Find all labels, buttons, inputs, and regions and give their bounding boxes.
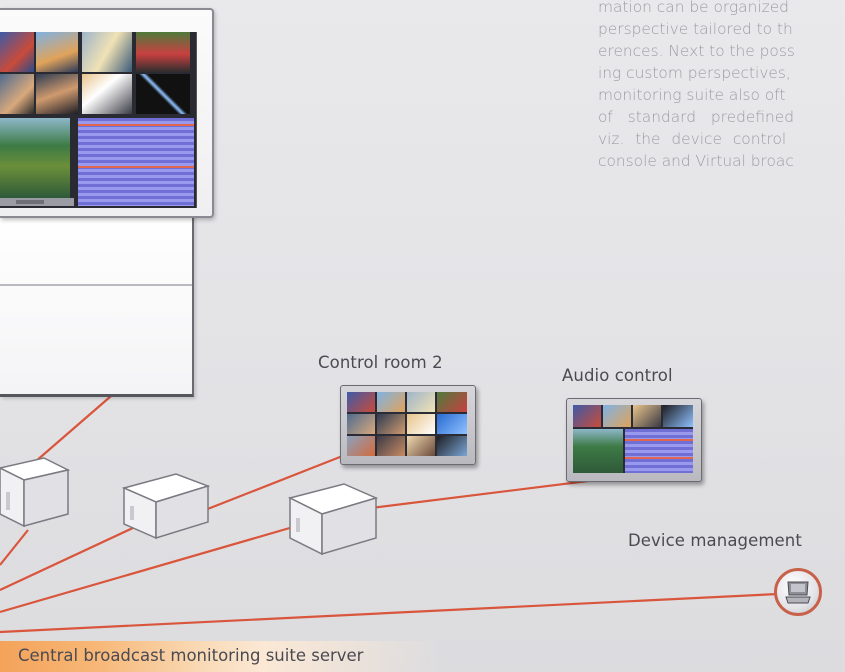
line-bar-to-server3: [0, 523, 301, 614]
thumbnail: [0, 74, 34, 114]
thumbnail: [407, 414, 435, 434]
thumbnail: [36, 74, 78, 114]
server-box: [0, 457, 71, 528]
thumbnail: [36, 32, 78, 72]
central-server-label: Central broadcast monitoring suite serve…: [18, 646, 363, 665]
list-highlight: [625, 439, 693, 441]
thumbnail: [407, 392, 435, 412]
central-server-label-prefix: Central broadcast monitoring: [18, 646, 261, 665]
central-server-label-suffix: suite server: [260, 646, 364, 665]
control-room-2-label: Control room 2: [318, 353, 443, 372]
video-wall-screen: [0, 32, 197, 208]
laptop-badge-icon[interactable]: [774, 568, 822, 616]
line-wall-to-server1: [27, 389, 119, 469]
list-highlight: [625, 457, 693, 459]
preview-scroll-thumb: [16, 200, 44, 204]
video-wall-stand: [0, 212, 194, 397]
list-panel: [625, 429, 693, 473]
line-server2-to-control-room: [199, 453, 346, 514]
thumbnail: [82, 74, 132, 114]
laptop-glyph: [785, 581, 811, 604]
video-wall-divider: [0, 284, 192, 286]
landscape-preview: [573, 429, 623, 473]
server-box: [287, 483, 379, 556]
thumbnail: [633, 405, 661, 427]
thumbnail: [603, 405, 631, 427]
line-bar-to-device: [0, 592, 779, 634]
landscape-preview: [0, 118, 70, 198]
thumbnail: [347, 436, 375, 456]
description-line: monitoring suite also oft: [598, 86, 786, 104]
thumbnail: [377, 436, 405, 456]
line-bar-to-server1: [0, 529, 29, 566]
monitor-screen: [573, 405, 693, 473]
thumbnail: [663, 405, 693, 427]
device-management-label: Device management: [628, 531, 802, 550]
thumbnail: [0, 32, 34, 72]
thumbnail: [377, 392, 405, 412]
thumbnail: [407, 436, 435, 456]
thumbnail: [136, 32, 190, 72]
description-line: mation can be organized: [598, 0, 789, 16]
thumbnail: [437, 392, 467, 412]
description-paragraph: mation can be organized perspective tail…: [598, 0, 845, 172]
description-line: of standard predefined: [598, 108, 795, 126]
thumbnail: [136, 74, 190, 114]
monitor-screen: [347, 392, 467, 456]
central-server-bar: [0, 641, 440, 672]
thumbnail: [573, 405, 601, 427]
description-line: console and Virtual broac: [598, 152, 794, 170]
line-bar-to-server2: [0, 519, 151, 591]
description-line: ing custom perspectives,: [598, 64, 791, 82]
thumbnail: [347, 414, 375, 434]
audio-control-monitor: [566, 398, 702, 482]
video-wall: [0, 8, 214, 218]
control-room-2-monitor: [340, 385, 476, 465]
thumbnail: [437, 436, 467, 456]
description-line: erences. Next to the poss: [598, 42, 795, 60]
thumbnail: [347, 392, 375, 412]
description-line: perspective tailored to th: [598, 20, 793, 38]
server-box: [121, 473, 211, 540]
audio-control-label: Audio control: [562, 366, 673, 385]
description-line: viz. the device control: [598, 130, 787, 148]
list-panel: [78, 118, 194, 206]
thumbnail: [437, 414, 467, 434]
list-highlight: [78, 166, 194, 168]
list-highlight: [78, 124, 194, 126]
thumbnail: [377, 414, 405, 434]
thumbnail: [82, 32, 132, 72]
line-server3-to-audio: [354, 476, 613, 512]
